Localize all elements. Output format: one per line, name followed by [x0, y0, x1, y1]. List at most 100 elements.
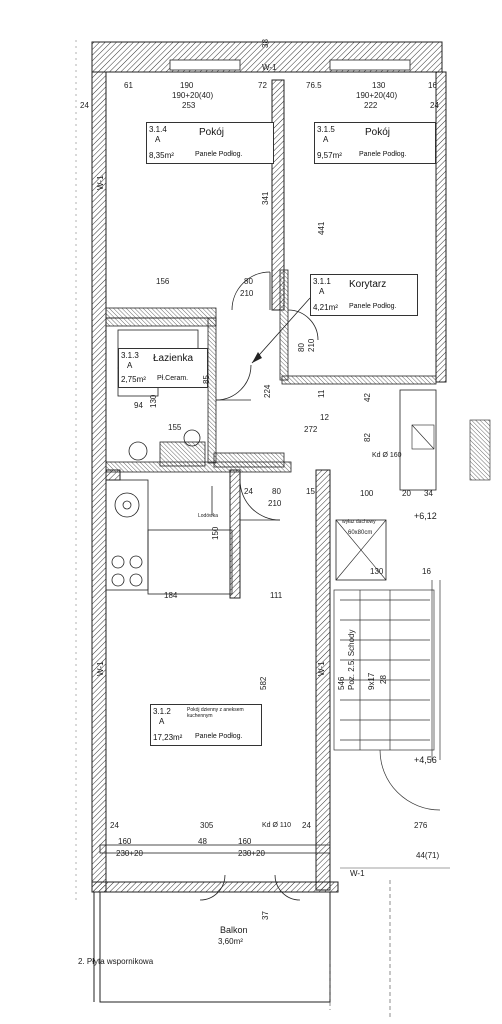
- dim-v546: 546: [337, 676, 346, 690]
- dim-top-3: 190+20(40): [172, 91, 214, 100]
- room-floor: Panele Podłog.: [349, 303, 397, 310]
- dim-v38: 38: [261, 39, 270, 48]
- bathroom-fixtures: [117, 329, 285, 468]
- room-name: Pokój: [365, 127, 391, 138]
- dim-v11: 11: [317, 389, 326, 398]
- dim-v130a: 130: [149, 394, 158, 408]
- room-tag-salon: 3.1.2 A Pokój dzienny z aneksem kuchenny…: [150, 704, 262, 746]
- level-bottom: +4,56: [414, 755, 437, 765]
- dim-top-8: 190+20(40): [356, 91, 398, 100]
- roof-hatch-dim: 60x80cm: [348, 530, 373, 536]
- room-floor: Panele Podłog.: [195, 733, 243, 740]
- room-level: A: [155, 135, 161, 144]
- dim-h12: 12: [320, 413, 329, 422]
- dim-h210: 210: [240, 289, 254, 298]
- dim-h16: 16: [422, 567, 431, 576]
- window-label-1: W-1: [96, 175, 105, 190]
- dim-side-24a: 24: [80, 101, 89, 110]
- dim-h276: 276: [414, 821, 428, 830]
- window-label-2: W-1: [96, 661, 105, 676]
- room-name: Pokój dzienny z aneksem kuchennym: [187, 707, 244, 719]
- dim-v42: 42: [363, 393, 372, 402]
- room-tag-pokoj2: 3.1.5 A Pokój 9,57m² Panele Podłog.: [314, 122, 436, 164]
- dim-v441: 441: [317, 221, 326, 235]
- dim-v80: 80: [297, 343, 306, 352]
- room-tag-pokoj1: 3.1.4 A Pokój 8,35m² Panele Podłog.: [146, 122, 274, 164]
- dim-b160: 160: [118, 837, 132, 846]
- bottom-wall: [91, 881, 339, 893]
- dim-v37: 37: [261, 911, 270, 920]
- dim-h272: 272: [304, 425, 318, 434]
- balcony-area: 3,60m²: [218, 937, 243, 946]
- window-label-4: W-1: [262, 63, 277, 72]
- dim-v224: 224: [263, 384, 272, 398]
- room-name: Pokój: [199, 127, 225, 138]
- dim-b230a: 230+20: [116, 849, 143, 858]
- left-wall: [91, 71, 107, 893]
- dim-v150: 150: [211, 526, 220, 540]
- room-area: 9,57m²: [317, 151, 342, 160]
- dim-top-6: 76.5: [306, 81, 322, 90]
- dim-top-7: 130: [372, 81, 386, 90]
- dim-b48: 48: [198, 837, 207, 846]
- room-level: A: [323, 135, 329, 144]
- balcony: [99, 891, 331, 1003]
- dim-h94: 94: [134, 401, 143, 410]
- dim-h80: 80: [244, 277, 253, 286]
- doors: [199, 271, 319, 901]
- room-code: 3.1.1: [313, 277, 331, 286]
- room-name: Korytarz: [349, 279, 387, 290]
- dim-h24: 24: [244, 487, 253, 496]
- stairs-dim-2: 28: [379, 675, 388, 684]
- dim-h24c: 24: [110, 821, 119, 830]
- dim-h210b: 210: [268, 499, 282, 508]
- dim-top-10: 16: [428, 81, 437, 90]
- room-floor: Panele Podłog.: [195, 151, 243, 158]
- dim-h184: 184: [164, 591, 178, 600]
- dim-b160b: 160: [238, 837, 252, 846]
- stairs: [333, 580, 441, 811]
- stairs-dim: 9x17: [367, 672, 376, 690]
- dim-h156: 156: [156, 277, 170, 286]
- right-wall: [435, 71, 447, 383]
- room-tag-lazienka: 3.1.3 A Łazienka 2,75m² Pł.Ceram.: [118, 348, 208, 388]
- room-code: 3.1.2: [153, 707, 171, 716]
- fridge-label: Lodówka: [198, 513, 219, 519]
- room-level: A: [127, 361, 133, 370]
- dim-v341: 341: [261, 191, 270, 205]
- window-label-3: W-1: [317, 661, 326, 676]
- room-area: 8,35m²: [149, 151, 174, 160]
- dim-top-9: 222: [364, 101, 378, 110]
- room-code: 3.1.4: [149, 125, 167, 134]
- room-level: A: [159, 717, 165, 726]
- dim-b230b: 230+20: [238, 849, 265, 858]
- dim-h305: 305: [200, 821, 214, 830]
- room-area: 4,21m²: [313, 303, 338, 312]
- level-top: +6,12: [414, 511, 437, 521]
- dim-h155: 155: [168, 423, 182, 432]
- room-area: 2,75m²: [121, 375, 146, 384]
- dim-v85: 85: [202, 375, 211, 384]
- dim-h20: 20: [402, 489, 411, 498]
- window-label-5: W-1: [350, 869, 365, 878]
- kitchen-counter: [105, 479, 233, 595]
- dim-h111: 111: [270, 591, 283, 600]
- dim-v582: 582: [259, 676, 268, 690]
- kd-label-2: Kd Ø 110: [262, 822, 292, 829]
- dim-top-1: 61: [124, 81, 133, 90]
- roof-hatch-label: wyłaz dachowy: [342, 519, 376, 525]
- dim-h80b: 80: [272, 487, 281, 496]
- dim-h130: 130: [370, 567, 384, 576]
- room-floor: Panele Podłog.: [359, 151, 407, 158]
- stairs-label: Poz. 2.5. Schody: [347, 629, 356, 690]
- dim-h100: 100: [360, 489, 374, 498]
- dim-top-5: 72: [258, 81, 267, 90]
- balcony-name: Balkon: [220, 925, 248, 935]
- plyta-label: 2. Płyta wspornikowa: [78, 957, 154, 966]
- kd-label-1: Kd Ø 160: [372, 452, 402, 459]
- dim-v210: 210: [307, 338, 316, 352]
- dim-h34: 34: [424, 489, 433, 498]
- room-floor: Pł.Ceram.: [157, 375, 189, 382]
- dim-top-4: 253: [182, 101, 196, 110]
